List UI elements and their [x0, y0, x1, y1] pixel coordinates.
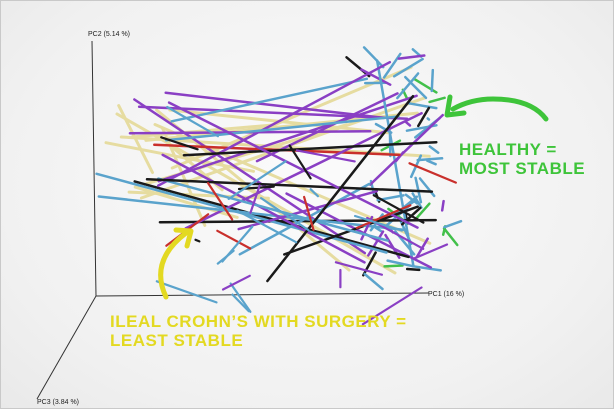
trajectory-segment — [309, 188, 319, 198]
trajectory-segment — [405, 267, 421, 272]
crohns-arrow — [158, 230, 189, 300]
pc1-axis — [95, 292, 430, 297]
trajectory-segment — [164, 91, 386, 120]
trajectory-segment — [440, 199, 445, 212]
trajectory-segment — [166, 105, 219, 138]
trajectory-segment — [130, 123, 273, 139]
trajectory-segment — [249, 184, 261, 214]
trajectory-segment — [404, 75, 428, 100]
trajectory-segment — [367, 230, 385, 257]
trajectory-segment — [158, 218, 437, 224]
trajectories-group — [95, 46, 463, 326]
trajectory-segment — [426, 159, 437, 166]
trajectory-segment — [368, 113, 444, 186]
trajectory-segment — [182, 140, 438, 157]
trajectory-segment — [396, 72, 420, 100]
trajectory-segment — [231, 293, 250, 313]
trajectory-segment — [216, 229, 252, 250]
trajectory-segment — [345, 56, 371, 78]
pc3-axis — [36, 295, 97, 400]
annotation-arrows — [158, 94, 549, 300]
trajectory-segment — [207, 182, 234, 221]
crohns-arrowhead — [173, 227, 194, 249]
trajectory-segment — [288, 144, 312, 180]
trajectory-segment — [428, 96, 446, 104]
trajectory-segment — [216, 249, 235, 265]
healthy-annotation-line1: HEALTHY = — [459, 140, 557, 159]
trajectory-segment — [382, 52, 402, 79]
trajectory-segment — [428, 145, 440, 154]
trajectory-segment — [417, 106, 431, 128]
trajectory-segment — [160, 136, 199, 151]
trajectory-segment — [408, 162, 457, 184]
trajectory-segment — [372, 194, 425, 224]
trajectory-segment — [442, 227, 459, 247]
trajectory-segment — [430, 68, 435, 93]
trajectory-segment — [426, 117, 431, 121]
trajectory-segment — [170, 77, 369, 123]
trajectory-segment — [354, 214, 403, 232]
trajectory-segment — [133, 98, 367, 255]
trajectory-segment — [145, 178, 434, 193]
trajectory-segment — [229, 282, 252, 313]
trajectory-segment — [194, 238, 201, 243]
trajectory-segment — [157, 94, 418, 183]
healthy-arrowhead — [444, 94, 467, 118]
trajectory-segment — [443, 219, 463, 229]
trajectory-segment — [412, 243, 449, 260]
trajectory-segment — [355, 204, 412, 229]
healthy-annotation-line2: MOST STABLE — [459, 159, 586, 178]
trajectory-segment — [156, 60, 392, 187]
trajectory-segment — [415, 202, 431, 220]
crohns-annotation-line1: ILEAL CROHN’S WITH SURGERY = — [110, 312, 407, 331]
trajectory-segment — [295, 149, 356, 163]
trajectory-segment — [155, 280, 218, 304]
trajectory-segment — [374, 226, 383, 233]
trajectory-segment — [97, 195, 406, 232]
crohns-annotation: ILEAL CROHN’S WITH SURGERY = LEAST STABL… — [110, 312, 407, 350]
pc1-axis-label: PC1 (16 %) — [428, 291, 465, 298]
trajectory-segment — [416, 157, 444, 162]
pc2-axis — [91, 40, 97, 297]
trajectory-segment — [167, 101, 419, 229]
trajectory-segment — [362, 251, 377, 277]
trajectory-segment — [375, 59, 415, 268]
trajectory-segment — [157, 177, 389, 242]
pc3-axis-label: PC3 (3.84 %) — [37, 399, 80, 406]
trajectory-segment — [334, 261, 383, 276]
trajectory-segment — [161, 153, 366, 264]
trajectory-segment — [303, 195, 315, 231]
healthy-annotation: HEALTHY = MOST STABLE — [459, 140, 585, 178]
crohns-annotation-line2: LEAST STABLE — [110, 331, 244, 350]
trajectory-segment — [383, 264, 404, 268]
trajectory-segment — [407, 102, 438, 110]
trajectory-segment — [404, 120, 412, 127]
healthy-arrow — [450, 96, 549, 122]
trajectory-segment — [164, 115, 400, 142]
trajectory-segment — [260, 197, 310, 232]
trajectory-segment — [227, 160, 287, 200]
axes-group — [36, 40, 430, 400]
trajectory-segment — [363, 272, 384, 291]
trajectory-segment — [386, 259, 415, 268]
trajectory-segment — [360, 68, 392, 86]
trajectory-segment — [418, 177, 436, 198]
trajectory-segment — [411, 264, 442, 272]
trajectory-segment — [392, 57, 424, 78]
trajectory-segment — [221, 274, 251, 291]
trajectory-segment — [266, 94, 415, 283]
trajectory-segment — [361, 286, 423, 326]
pc2-axis-label: PC2 (5.14 %) — [88, 31, 131, 38]
trajectory-segment — [362, 46, 385, 69]
trajectory-segment — [397, 54, 426, 60]
trajectory-segment — [236, 209, 298, 244]
